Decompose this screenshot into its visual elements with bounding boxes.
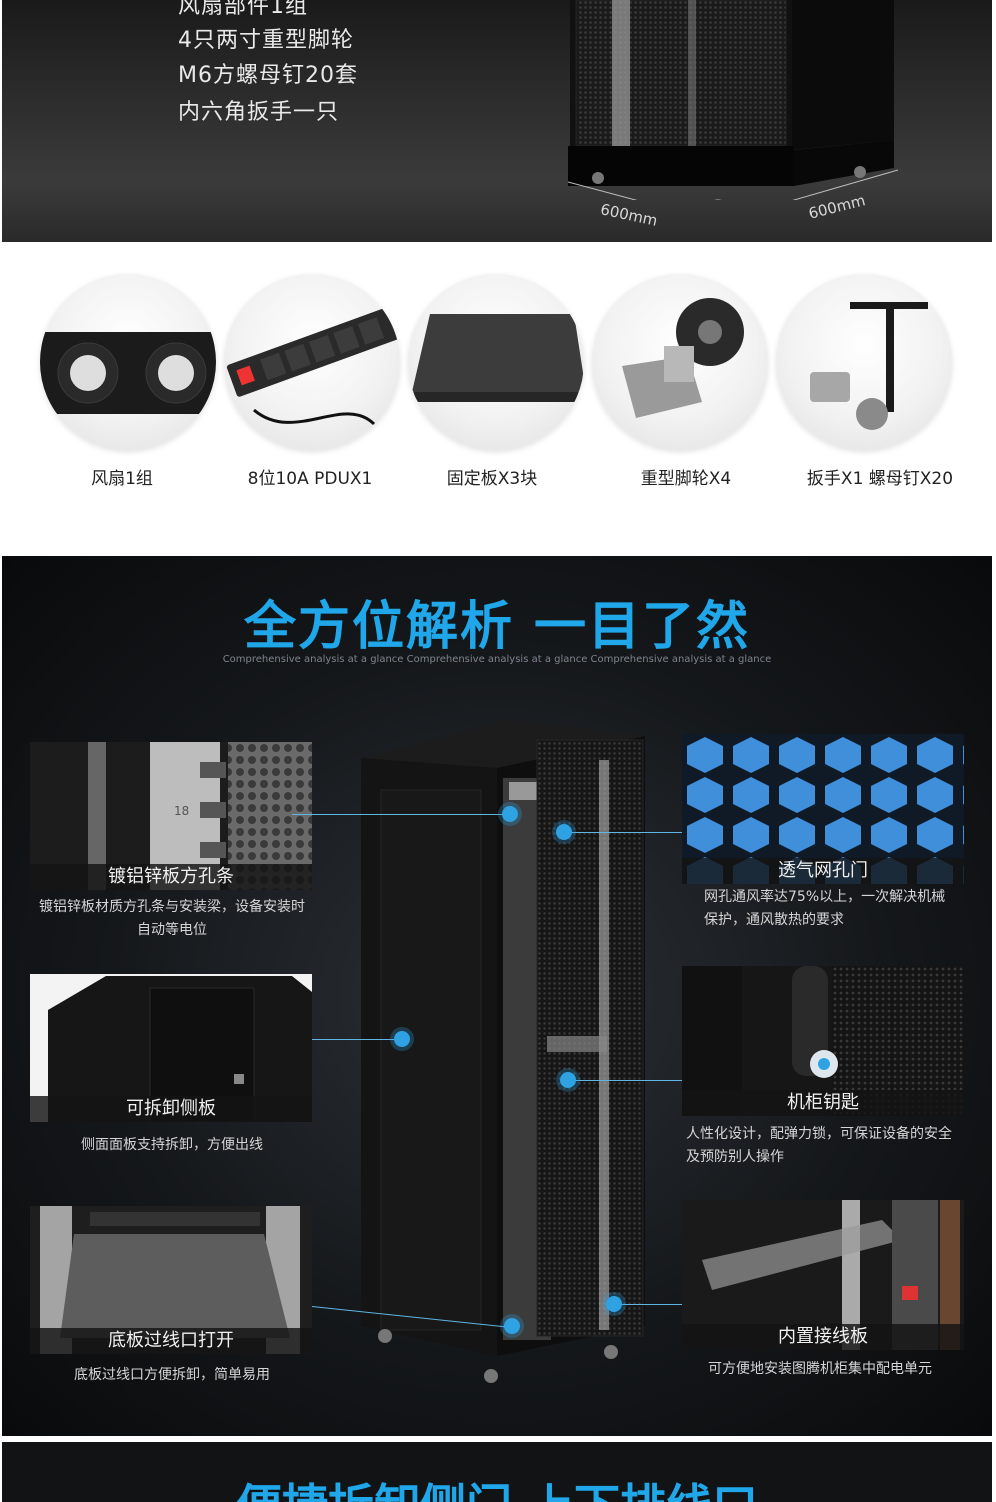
- section-title: 全方位解析 一目了然: [243, 597, 751, 657]
- caption-pdu: 内置接线板: [682, 1324, 964, 1350]
- next-section-title: 便捷拆卸侧门 上下排线口: [2, 1470, 992, 1502]
- desc-key-lock: 人性化设计，配弹力锁，可保证设备的安全 及预防别人操作: [686, 1123, 986, 1169]
- spec-line-nuts: M6方螺母钉20套: [178, 63, 358, 88]
- accessory-label-fan: 风扇1组: [91, 469, 153, 489]
- desc-mesh-door: 网孔通风率达75%以上，一次解决机械 保护，通风散热的要求: [704, 886, 984, 932]
- accessory-shelf: [408, 274, 584, 450]
- panel-key-lock: 机柜钥匙: [682, 966, 964, 1116]
- wrench-icon: [810, 302, 928, 430]
- panel-pdu: 内置接线板: [682, 1200, 964, 1350]
- hotspot-mesh-door[interactable]: [556, 824, 572, 840]
- hotspot-pdu[interactable]: [606, 1296, 622, 1312]
- desc-mesh-door-line2: 保护，通风散热的要求: [704, 912, 844, 928]
- shelf-icon: [412, 314, 584, 402]
- desc-pdu: 可方便地安装图腾机柜集中配电单元: [708, 1361, 932, 1377]
- panel-bottom-plate: 底板过线口打开: [30, 1206, 312, 1354]
- accessory-wrench-nuts: [776, 274, 952, 450]
- leader-line-rail: [292, 814, 514, 815]
- accessory-label-pdu: 8位10A PDUX1: [247, 469, 373, 489]
- panel-side-panel: 可拆卸侧板: [30, 974, 312, 1122]
- accessory-fan: [40, 274, 216, 450]
- accessory-label-wrench-nuts: 扳手X1 螺母钉X20: [806, 469, 954, 489]
- cabinet-bottom-image: [568, 0, 899, 200]
- spec-line-casters: 4只两寸重型脚轮: [178, 28, 354, 53]
- panel-rail: 18 镀铝锌板方孔条: [30, 742, 312, 890]
- desc-key-lock-line1: 人性化设计，配弹力锁，可保证设备的安全: [686, 1126, 952, 1142]
- accessory-caster: [592, 274, 768, 450]
- top-banner: 风扇部件1组 4只两寸重型脚轮 M6方螺母钉20套 内六角扳手一只 600mm …: [2, 0, 992, 242]
- pdu-icon: [226, 301, 400, 426]
- fan-icon: [40, 332, 216, 414]
- accessory-pdu: [224, 274, 400, 450]
- section-subtitle: Comprehensive analysis at a glance Compr…: [222, 654, 772, 665]
- panel-mesh-door: 透气网孔门: [682, 734, 964, 884]
- dimension-depth: 600mm: [598, 200, 660, 230]
- leader-line-mesh-door: [570, 832, 682, 833]
- spec-line-fan: 风扇部件1组: [178, 0, 308, 19]
- cabinet-image: [361, 720, 645, 1383]
- leader-line-key-lock: [570, 1080, 682, 1081]
- desc-mesh-door-line1: 网孔通风率达75%以上，一次解决机械: [704, 889, 946, 905]
- hotspot-side-panel[interactable]: [394, 1031, 410, 1047]
- hotspot-key-lock[interactable]: [560, 1072, 576, 1088]
- leader-line-pdu: [616, 1304, 682, 1305]
- caster-icon: [622, 298, 744, 418]
- desc-bottom-plate: 底板过线口方便拆卸，简单易用: [74, 1367, 270, 1383]
- caption-side-panel: 可拆卸侧板: [30, 1096, 312, 1122]
- desc-rail-line1: 镀铝锌板材质方孔条与安装梁，设备安装时: [39, 899, 305, 915]
- desc-key-lock-line2: 及预防别人操作: [686, 1149, 784, 1165]
- desc-rail-line2: 自动等电位: [137, 922, 207, 938]
- rail-number: 18: [174, 804, 190, 818]
- caption-mesh-door: 透气网孔门: [682, 858, 964, 884]
- accessory-label-caster: 重型脚轮X4: [640, 469, 732, 489]
- caption-key-lock: 机柜钥匙: [682, 1090, 964, 1116]
- spec-line-wrench: 内六角扳手一只: [178, 100, 340, 125]
- caption-rail: 镀铝锌板方孔条: [30, 864, 312, 890]
- hotspot-rail[interactable]: [502, 806, 518, 822]
- next-section: 便捷拆卸侧门 上下排线口: [2, 1442, 992, 1502]
- caption-bottom-plate: 底板过线口打开: [30, 1328, 312, 1354]
- analysis-section: 全方位解析 一目了然 Comprehensive analysis at a g…: [2, 556, 992, 1436]
- desc-side-panel: 侧面面板支持拆卸，方便出线: [81, 1137, 263, 1153]
- accessory-label-shelf: 固定板X3块: [446, 469, 538, 489]
- hotspot-bottom-plate[interactable]: [504, 1318, 520, 1334]
- leader-line-side-panel: [312, 1039, 402, 1040]
- desc-rail: 镀铝锌板材质方孔条与安装梁，设备安装时 自动等电位: [22, 896, 322, 942]
